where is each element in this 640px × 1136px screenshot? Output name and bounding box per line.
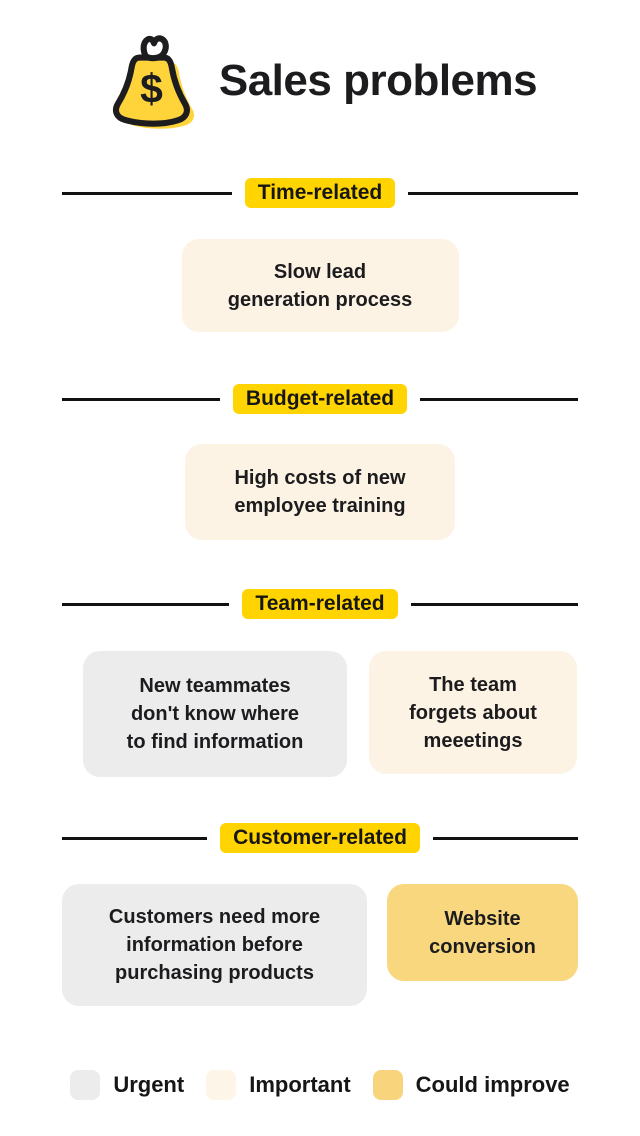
divider-line <box>62 397 220 401</box>
section-head-customer: Customer-related <box>0 823 640 853</box>
section-label-time: Time-related <box>244 178 396 208</box>
divider-line <box>410 602 579 606</box>
card-website-conversion: Website conversion <box>387 884 578 981</box>
section-head-budget: Budget-related <box>0 384 640 414</box>
divider-line <box>420 397 578 401</box>
divider-line <box>408 191 578 195</box>
page-title: Sales problems <box>218 56 538 105</box>
card-customers-need-info: Customers need more information before p… <box>62 884 367 1006</box>
divider-line <box>62 191 232 195</box>
legend: Urgent Important Could improve <box>0 1070 640 1100</box>
section-head-team: Team-related <box>0 589 640 619</box>
section-head-time: Time-related <box>0 178 640 208</box>
dollar-sign-glyph: $ <box>140 65 163 111</box>
divider-line <box>62 836 208 840</box>
money-bag-icon: $ <box>112 35 194 129</box>
legend-item-could-improve: Could improve <box>372 1070 570 1100</box>
card-slow-lead-generation: Slow lead generation process <box>181 239 459 332</box>
section-label-team: Team-related <box>242 589 398 619</box>
divider-line <box>432 836 579 840</box>
important-swatch <box>206 1070 237 1100</box>
card-row-customer: Customers need more information before p… <box>0 884 640 1006</box>
divider-line <box>62 602 230 606</box>
card-training-costs: High costs of new employee training <box>185 444 455 540</box>
section-label-customer: Customer-related <box>220 823 420 853</box>
card-row-time: Slow lead generation process <box>0 239 640 332</box>
card-row-team: New teammates don't know where to find i… <box>0 651 640 777</box>
header: $ Sales problems <box>0 0 640 132</box>
legend-item-urgent: Urgent <box>70 1070 184 1100</box>
bag-body-shape <box>112 54 190 127</box>
urgent-swatch <box>70 1070 101 1100</box>
card-row-budget: High costs of new employee training <box>0 444 640 540</box>
legend-label-could-improve: Could improve <box>415 1072 570 1097</box>
card-teammates-information: New teammates don't know where to find i… <box>83 651 347 777</box>
legend-item-important: Important <box>206 1070 351 1100</box>
could-improve-swatch <box>372 1070 403 1100</box>
card-forgets-meetings: The team forgets about meeetings <box>369 651 577 774</box>
legend-label-important: Important <box>249 1072 351 1097</box>
bag-knot-shape <box>140 35 169 62</box>
section-label-budget: Budget-related <box>232 384 408 414</box>
legend-label-urgent: Urgent <box>113 1072 185 1097</box>
